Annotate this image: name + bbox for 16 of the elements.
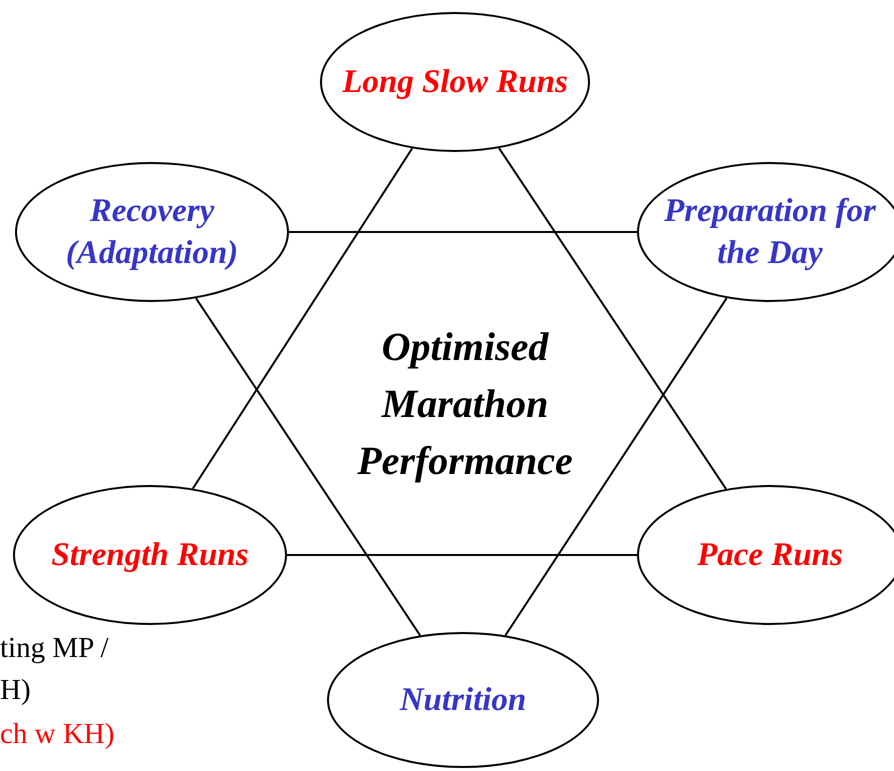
note-text: H) [0, 674, 31, 707]
note-text: ting MP / [0, 632, 109, 665]
note-text: ch w KH) [0, 718, 114, 751]
connector-line [498, 148, 727, 490]
connector-line [192, 148, 414, 490]
node-label: Preparation for the Day [663, 192, 877, 273]
node-label: Long Slow Runs [342, 63, 568, 102]
node-label: Strength Runs [51, 536, 249, 575]
node-label: Nutrition [400, 681, 526, 720]
connector-line [287, 554, 637, 556]
center-title: Optimised Marathon Performance [356, 323, 574, 485]
connector-line [195, 298, 421, 636]
node-label: Recovery (Adaptation) [64, 192, 240, 273]
connector-line [289, 231, 637, 233]
connector-line [504, 298, 728, 636]
node-label: Pace Runs [697, 536, 843, 575]
